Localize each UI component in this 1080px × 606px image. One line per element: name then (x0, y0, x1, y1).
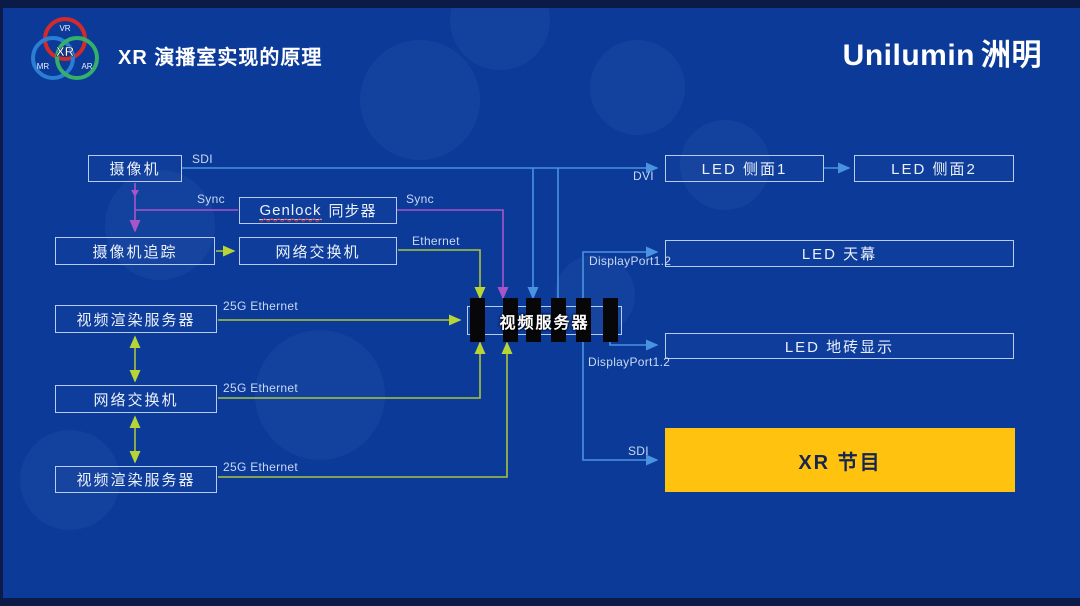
node-genlock-label-zh: 同步器 (328, 203, 377, 220)
edge-ethernet-to-videoserver (398, 249, 486, 300)
node-genlock-label-en: Genlock (259, 201, 322, 220)
node-genlock-sync: Genlock 同步器 (239, 197, 397, 224)
node-video-server-label: 视频服务器 (499, 314, 590, 332)
node-led-floor: LED 地砖显示 (665, 333, 1014, 359)
node-render-server-2: 视频渲染服务器 (55, 466, 217, 493)
edge-label-25g-ethernet-bottom: 25G Ethernet (223, 460, 298, 474)
node-xr-program-label: XR 节目 (798, 451, 882, 474)
logo-xr-label: XR (56, 44, 75, 59)
node-camera: 摄像机 (88, 155, 182, 182)
edges-purple (129, 183, 509, 300)
bokeh-circle (255, 330, 385, 460)
bokeh-circle (590, 40, 685, 135)
bokeh-circle (680, 120, 770, 210)
edge-sdi-to-xr-program (582, 338, 659, 466)
io-slot-bar (603, 298, 618, 342)
io-slot-bar (470, 298, 485, 342)
node-camera-tracking: 摄像机追踪 (55, 237, 215, 265)
edge-label-sdi-camera: SDI (192, 152, 213, 166)
left-edge-strip (0, 0, 3, 606)
node-video-server (467, 306, 622, 335)
edge-25g-render2-to-videoserver (218, 341, 513, 478)
io-slot-bar (551, 298, 566, 342)
edge-label-sync-right: Sync (406, 192, 434, 206)
brand-name-zh: 洲明 (981, 39, 1042, 72)
brand-name-en: Unilumin (842, 39, 975, 72)
logo-ar-label: AR (81, 62, 92, 71)
edge-label-dvi: DVI (633, 169, 654, 183)
node-led-ceiling: LED 天幕 (665, 240, 1014, 267)
io-slot-bar (526, 298, 541, 342)
node-camera-tracking-label: 摄像机追踪 (92, 243, 178, 261)
node-led-side-1-label: LED 侧面1 (701, 161, 788, 178)
edges-blue (182, 162, 851, 466)
logo-mr-label: MR (37, 62, 50, 71)
edge-label-sync-left: Sync (197, 192, 225, 206)
node-render-server-1-label: 视频渲染服务器 (76, 311, 196, 329)
node-render-server-2-label: 视频渲染服务器 (76, 472, 196, 489)
edge-displayport-to-ceiling (582, 246, 659, 303)
xr-venn-logo-icon: VR MR AR XR (31, 17, 99, 80)
io-slot-bar (576, 298, 591, 342)
top-edge-strip (0, 0, 1080, 8)
node-led-ceiling-label: LED 天幕 (801, 246, 878, 263)
node-camera-label: 摄像机 (109, 161, 161, 178)
node-network-switch-top-label: 网络交换机 (275, 243, 361, 261)
node-xr-program: XR 节目 (665, 428, 1015, 492)
bokeh-circle (20, 430, 120, 530)
node-network-switch-left: 网络交换机 (55, 385, 217, 413)
bottom-edge-strip (0, 598, 1080, 606)
node-network-switch-top: 网络交换机 (239, 237, 397, 265)
page-title: XR 演播室实现的原理 (118, 47, 323, 69)
edge-label-displayport-ceiling: DisplayPort1.2 (589, 254, 672, 268)
node-network-switch-left-label: 网络交换机 (93, 391, 179, 409)
edge-sync-to-videoserver (397, 209, 509, 300)
node-led-side-1: LED 侧面1 (665, 155, 824, 182)
node-led-floor-label: LED 地砖显示 (784, 338, 895, 356)
edge-camera-to-tracking-arrowhead (131, 190, 139, 197)
logo-vr-label: VR (59, 24, 70, 33)
node-led-side-2: LED 侧面2 (854, 155, 1014, 182)
edge-25g-switch-to-videoserver (218, 341, 486, 399)
edge-label-displayport-floor: DisplayPort1.2 (588, 355, 671, 369)
edge-label-ethernet: Ethernet (412, 234, 460, 248)
edge-label-sdi-program: SDI (628, 444, 649, 458)
bokeh-circle (360, 40, 480, 160)
node-render-server-1: 视频渲染服务器 (55, 305, 217, 333)
edge-label-25g-ethernet-mid: 25G Ethernet (223, 381, 298, 395)
edges-green (129, 245, 513, 478)
io-slot-bar (503, 298, 518, 342)
edge-label-25g-ethernet-top: 25G Ethernet (223, 299, 298, 313)
node-led-side-2-label: LED 侧面2 (891, 161, 977, 178)
bokeh-circle (105, 170, 215, 280)
